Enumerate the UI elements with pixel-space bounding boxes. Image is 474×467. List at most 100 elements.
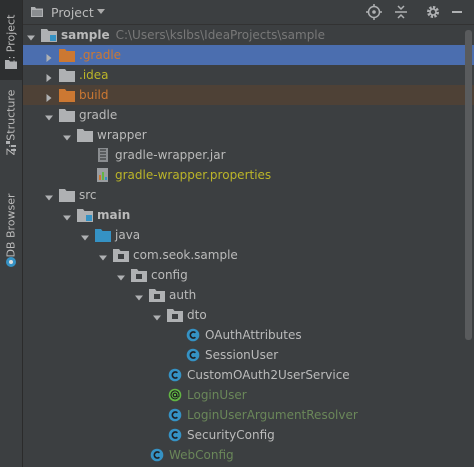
expanded-arrow-icon[interactable] — [135, 291, 143, 301]
source-folder-icon — [95, 228, 111, 242]
tree-item-label: src — [79, 188, 97, 202]
expanded-arrow-icon[interactable] — [81, 231, 89, 241]
tree-item-main[interactable]: main — [23, 205, 474, 225]
tree-item-label: SecurityConfig — [187, 428, 275, 442]
tree-item-label: WebConfig — [169, 448, 234, 462]
tree-item-dto[interactable]: dto — [23, 305, 474, 325]
class-icon — [185, 348, 201, 362]
tree-item-sessionuser[interactable]: SessionUser — [23, 345, 474, 365]
collapsed-arrow-icon[interactable] — [45, 51, 53, 62]
side-tab-z-structure[interactable]: Z: Structure — [0, 82, 22, 162]
chevron-down-icon[interactable] — [97, 9, 105, 14]
expanded-arrow-icon[interactable] — [45, 191, 53, 201]
package-icon — [113, 248, 129, 262]
collapsed-arrow-icon[interactable] — [45, 91, 53, 102]
locate-icon[interactable] — [366, 4, 382, 20]
jar-icon — [95, 148, 111, 162]
tree-item-label: .idea — [79, 68, 109, 82]
tree-item-label: sample C:\Users\kslbs\IdeaProjects\sample — [61, 28, 325, 42]
tree-item-label: LoginUserArgumentResolver — [187, 408, 358, 422]
tree-item-text: OAuthAttributes — [205, 328, 302, 342]
tree-item-text: dto — [187, 308, 207, 322]
tree-item-gradle[interactable]: .gradle — [23, 45, 474, 65]
tree-item-sample[interactable]: sample C:\Users\kslbs\IdeaProjects\sample — [23, 25, 474, 45]
panel-header: Project — [23, 0, 474, 25]
package-icon — [131, 268, 147, 282]
expanded-arrow-icon[interactable] — [27, 31, 35, 41]
tree-item-text: CustomOAuth2UserService — [187, 368, 350, 382]
tree-item-text: main — [97, 208, 131, 222]
expanded-arrow-icon[interactable] — [45, 111, 53, 121]
tree-item-customoauth2userservice[interactable]: CustomOAuth2UserService — [23, 365, 474, 385]
class-icon — [167, 368, 183, 382]
tree-item-auth[interactable]: auth — [23, 285, 474, 305]
minimize-icon[interactable] — [449, 4, 465, 20]
tree-item-label: main — [97, 208, 130, 222]
expanded-arrow-icon[interactable] — [153, 311, 161, 321]
tree-item-text: SessionUser — [205, 348, 279, 362]
tree-item-text: sample — [61, 28, 110, 42]
collapse-all-icon[interactable] — [393, 4, 409, 20]
tree-item-label: gradle-wrapper.jar — [115, 148, 226, 162]
side-tab-1-project[interactable]: 1: Project — [0, 0, 22, 80]
tree-item-label: config — [151, 268, 188, 282]
class-icon — [167, 428, 183, 442]
tree-item-text: .gradle — [79, 48, 122, 62]
project-folder-icon — [31, 7, 43, 17]
project-panel: Project sample C:\Users\kslbs\IdeaProject… — [23, 0, 474, 467]
properties-file-icon — [95, 168, 111, 182]
tree-item-webconfig[interactable]: WebConfig — [23, 445, 474, 465]
collapsed-arrow-icon[interactable] — [45, 71, 53, 82]
tree-item-text: gradle — [79, 108, 118, 122]
tree-item-label: gradle-wrapper.properties — [115, 168, 271, 182]
tree-item-text: LoginUserArgumentResolver — [187, 408, 358, 422]
folder-icon — [59, 188, 75, 202]
tree-item-gradle-wrapper-properties[interactable]: gradle-wrapper.properties — [23, 165, 474, 185]
vertical-scrollbar[interactable] — [465, 30, 472, 340]
tree-item-label: gradle — [79, 108, 117, 122]
annotation-icon — [167, 388, 183, 402]
tree-item-loginuser[interactable]: LoginUser — [23, 385, 474, 405]
tree-item-idea[interactable]: .idea — [23, 65, 474, 85]
folder-icon — [59, 108, 75, 122]
tree-item-loginuserargumentresolver[interactable]: LoginUserArgumentResolver — [23, 405, 474, 425]
expanded-arrow-icon[interactable] — [99, 251, 107, 261]
gear-icon[interactable] — [425, 4, 441, 20]
expanded-arrow-icon[interactable] — [117, 271, 125, 281]
class-icon — [167, 408, 183, 422]
tree-item-text: WebConfig — [169, 448, 234, 462]
module-icon — [41, 28, 57, 42]
project-path: C:\Users\kslbs\IdeaProjects\sample — [115, 28, 326, 42]
tree-item-com-seok-sample[interactable]: com.seok.sample — [23, 245, 474, 265]
tree-item-oauthattributes[interactable]: OAuthAttributes — [23, 325, 474, 345]
tree-item-config[interactable]: config — [23, 265, 474, 285]
folder-icon — [59, 88, 75, 102]
tree-item-text: java — [115, 228, 141, 242]
tree-item-build[interactable]: build — [23, 85, 474, 105]
tree-item-text: gradle-wrapper.properties — [115, 168, 272, 182]
tree-item-label: java — [115, 228, 140, 242]
tree-item-java[interactable]: java — [23, 225, 474, 245]
package-icon — [167, 308, 183, 322]
tree-item-text: com.seok.sample — [133, 248, 238, 262]
tree-item-src[interactable]: src — [23, 185, 474, 205]
tree-item-label: .gradle — [79, 48, 121, 62]
tree-item-text: config — [151, 268, 188, 282]
panel-title[interactable]: Project — [51, 5, 94, 20]
expanded-arrow-icon[interactable] — [63, 131, 71, 141]
tree-item-gradle[interactable]: gradle — [23, 105, 474, 125]
expanded-arrow-icon[interactable] — [63, 211, 71, 221]
side-tab-db-browser[interactable]: DB Browser — [0, 180, 22, 270]
tree-item-text: LoginUser — [187, 388, 247, 402]
tree-item-label: CustomOAuth2UserService — [187, 368, 350, 382]
folder-icon — [59, 68, 75, 82]
tree-item-text: auth — [169, 288, 197, 302]
tree-item-securityconfig[interactable]: SecurityConfig — [23, 425, 474, 445]
side-tab-label: DB Browser — [4, 192, 18, 258]
tree-item-label: dto — [187, 308, 207, 322]
tree-item-gradle-wrapper-jar[interactable]: gradle-wrapper.jar — [23, 145, 474, 165]
tree-item-wrapper[interactable]: wrapper — [23, 125, 474, 145]
tree-item-label: build — [79, 88, 109, 102]
tree-item-label: OAuthAttributes — [205, 328, 302, 342]
